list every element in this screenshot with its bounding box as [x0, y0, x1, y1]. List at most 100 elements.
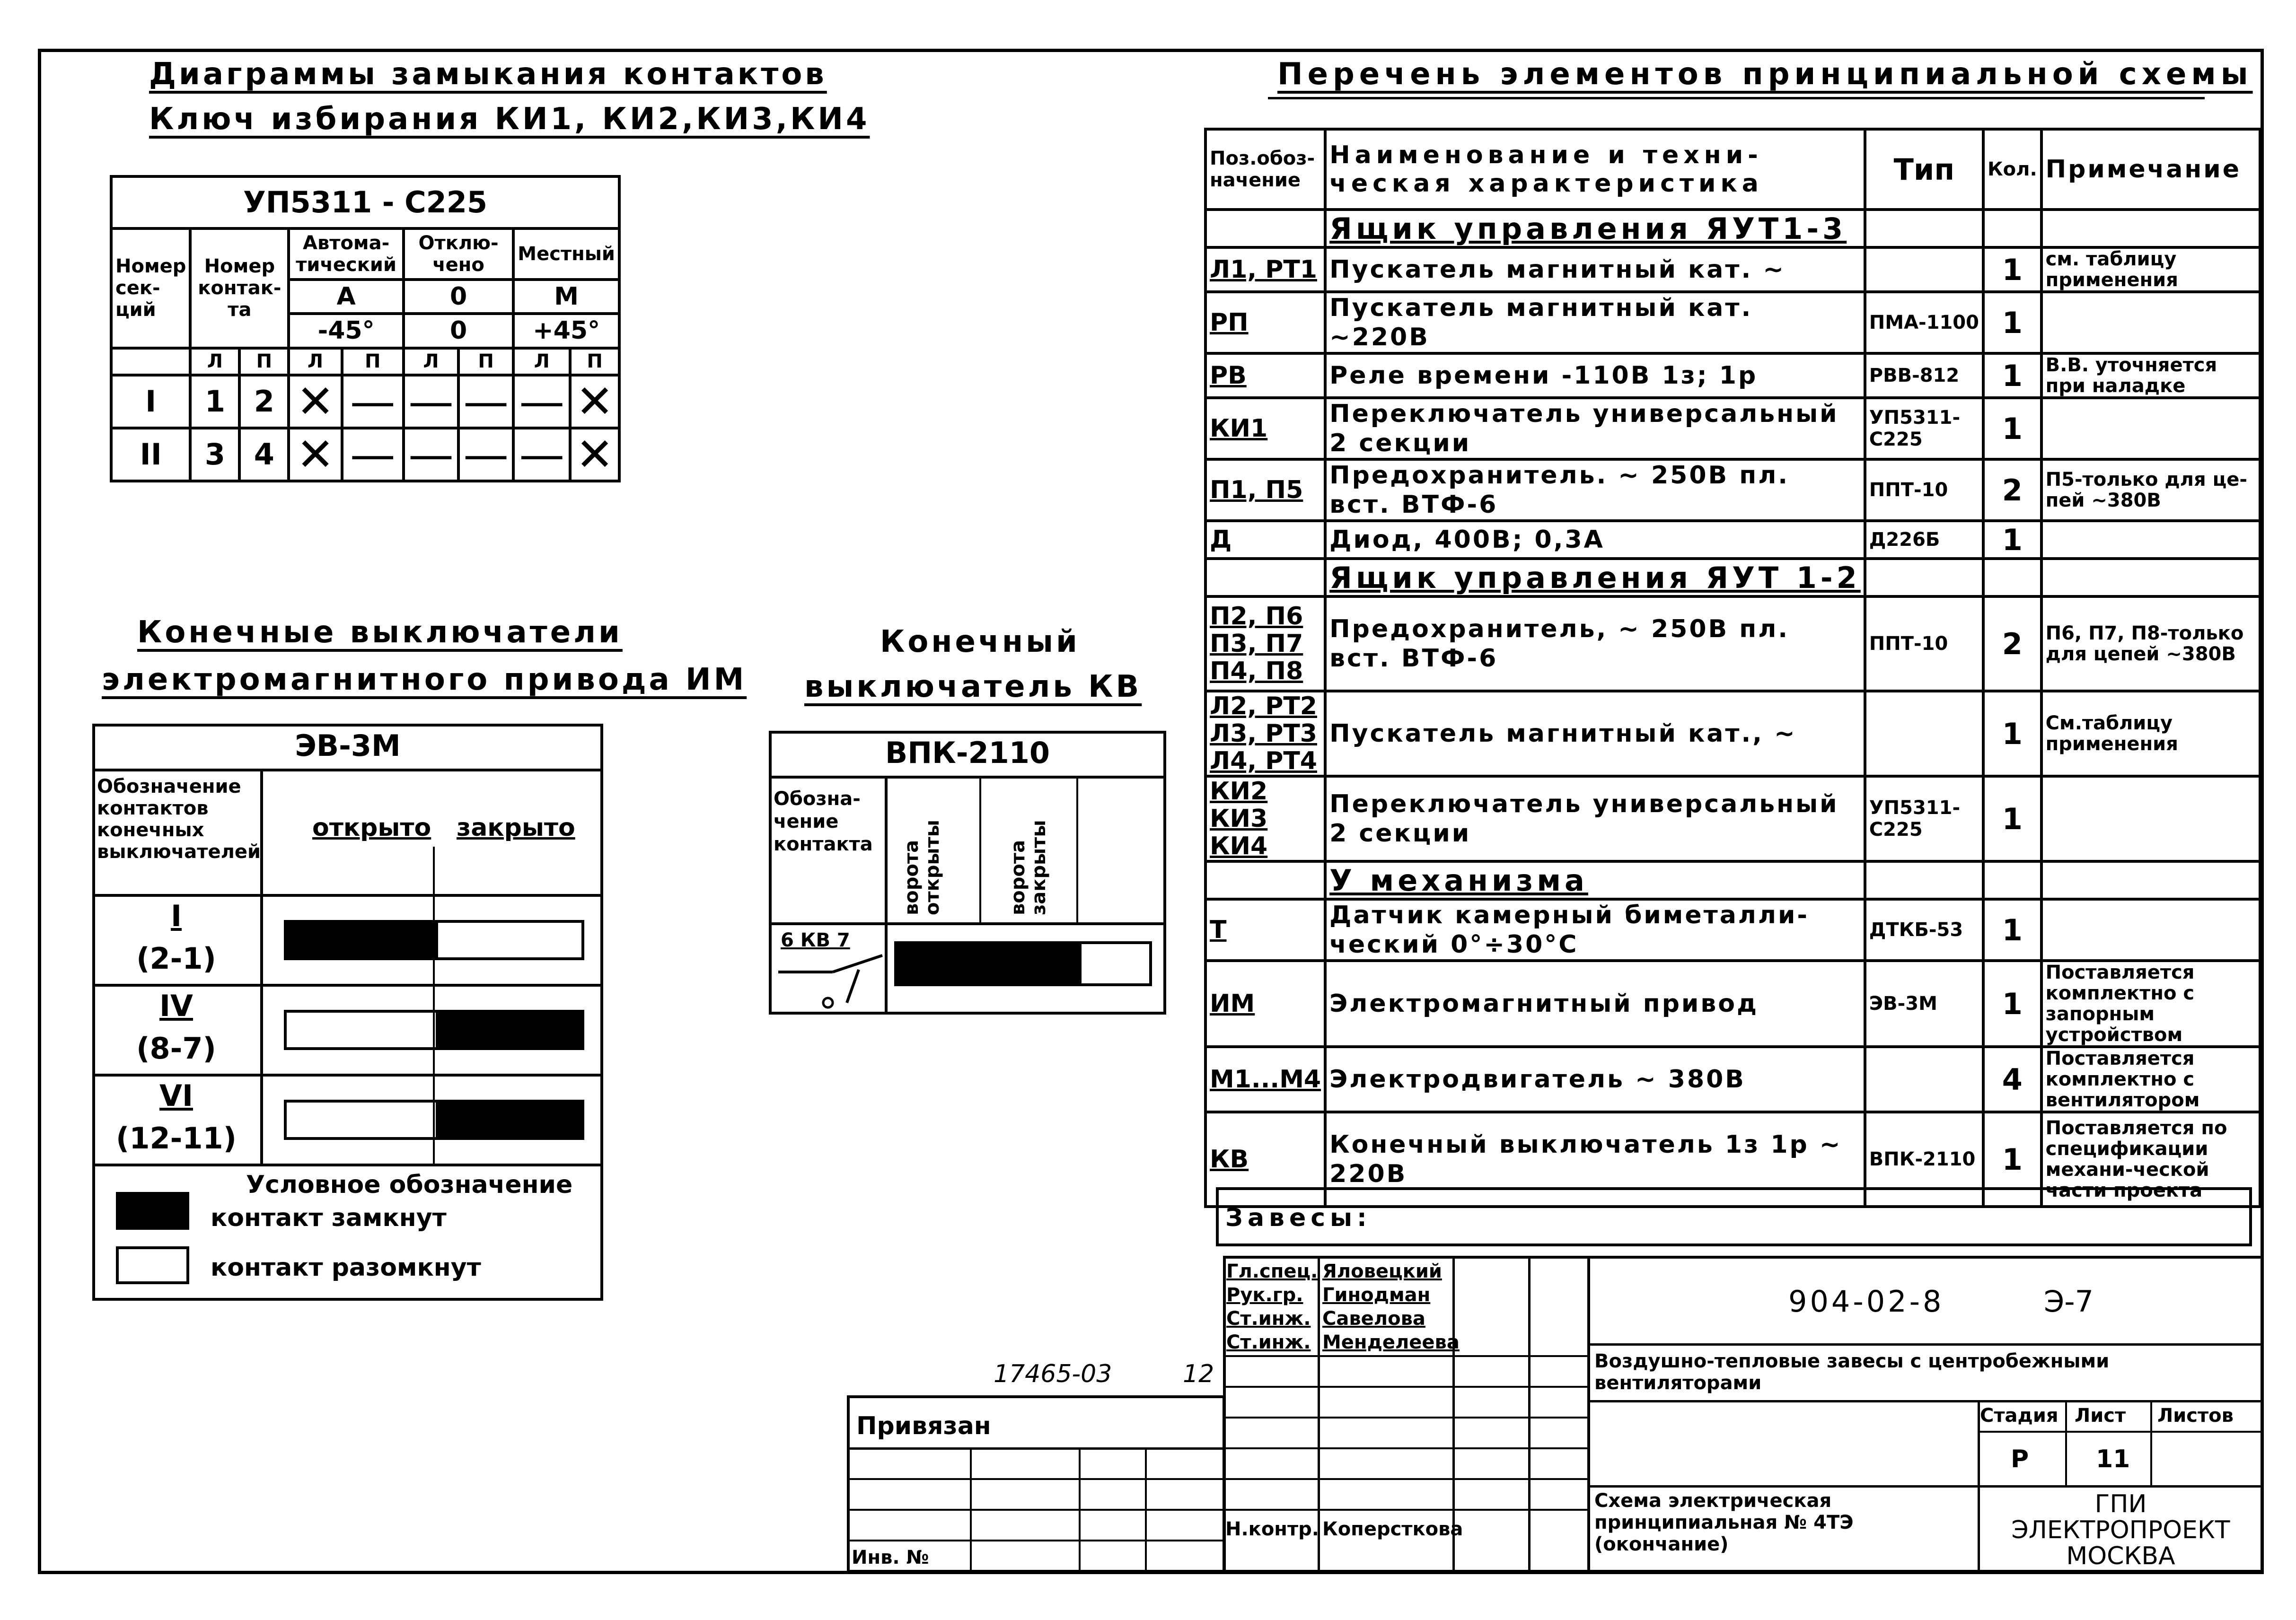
note-cell: Поставляется комплектно с запорным устро…	[2040, 959, 2262, 1048]
label-p: П	[340, 346, 405, 377]
contact-number: 2	[238, 373, 290, 429]
contact-state: ✕	[569, 426, 621, 483]
pos-cell	[1204, 208, 1327, 249]
org-line-2: ЭЛЕКТРОПРОЕКТ	[2011, 1516, 2230, 1544]
pos-cell: РВ	[1204, 352, 1327, 399]
label-l: Л	[287, 346, 343, 377]
limit-im-title-1: Конечные выключатели	[137, 615, 623, 650]
name-cell: Конечный выключатель 1з 1р ~ 220В	[1324, 1111, 1866, 1208]
closed-segment	[436, 1103, 583, 1137]
switch-number: I	[170, 899, 182, 933]
limit-im-type: ЭВ-3М	[295, 728, 401, 763]
open-segment	[287, 923, 438, 957]
contact-number: 4	[238, 426, 290, 483]
limit-im-designation-header: Обозначение контактов конечных выключате…	[97, 776, 261, 863]
type-cell: УП5311-С225	[1863, 396, 1985, 461]
table-row: У механизма	[1204, 860, 2262, 901]
name-cell: Пускатель магнитный кат. ~220В	[1324, 290, 1866, 355]
label-p: П	[569, 346, 621, 377]
type-cell: ДТКБ-53	[1863, 898, 1985, 962]
angle-off: 0	[402, 312, 515, 350]
qty-cell: 1	[1981, 519, 2043, 560]
nkontr-role: Н.контр.	[1225, 1518, 1319, 1540]
note-cell	[2040, 557, 2262, 598]
person-name: Яловецкий	[1322, 1261, 1442, 1282]
label-l: Л	[512, 346, 572, 377]
name-cell: Диод, 400В; 0,3А	[1324, 519, 1866, 560]
limit-switch-symbol	[778, 954, 883, 1009]
contact-number: 1	[189, 373, 241, 429]
limit-im-title-2: электромагнитного привода ИМ	[102, 662, 747, 697]
label-l: Л	[189, 346, 241, 377]
contacts-table: УП5311 - С225 Номер сек-ций Номер контак…	[109, 175, 621, 483]
pos-cell: Т	[1204, 898, 1327, 962]
header-note: Примечание	[2040, 128, 2262, 211]
role: Рук.гр.	[1226, 1284, 1303, 1306]
pos-cell: П1, П5	[1204, 458, 1327, 522]
type-cell: ППТ-10	[1863, 458, 1985, 522]
contact-state: —	[402, 426, 460, 483]
note-cell	[2040, 396, 2262, 461]
pos-cell: КВ	[1204, 1111, 1327, 1208]
table-row: Ящик управления ЯУТ1-3	[1204, 208, 2262, 249]
pos-cell: ИМ	[1204, 959, 1327, 1048]
header-auto: Автома-тический	[287, 227, 405, 281]
qty-cell	[1981, 860, 2043, 901]
qty-cell: 1	[1981, 352, 2043, 399]
value-auto: А	[287, 278, 405, 315]
header-contact-number: Номер контак-та	[189, 227, 290, 350]
section-title: Ящик управления ЯУТ1-3	[1324, 208, 1866, 249]
contact-pair: (12-11)	[116, 1121, 237, 1156]
pos-cell: КИ1	[1204, 396, 1327, 461]
person-name: Савелова	[1322, 1308, 1425, 1330]
project-code: 17465-03	[994, 1360, 1112, 1388]
zavesy-box	[1216, 1187, 2252, 1246]
limit-kv-title-1: Конечный	[880, 624, 1080, 659]
note-cell	[2040, 860, 2262, 901]
note-cell	[2040, 519, 2262, 560]
role: Ст.инж.	[1226, 1308, 1311, 1330]
contact-state: —	[457, 373, 515, 429]
nkontr-name: Коперсткова	[1322, 1518, 1463, 1540]
open-segment	[287, 1103, 438, 1137]
sheet-value: 11	[2096, 1445, 2130, 1473]
pos-cell: М1...М4	[1204, 1045, 1327, 1113]
person-name: Менделеева	[1322, 1331, 1460, 1353]
stamp-box	[1223, 1256, 2264, 1573]
contact-state: —	[512, 373, 572, 429]
contact-state: —	[457, 426, 515, 483]
document-sheet-code: Э-7	[2044, 1284, 2094, 1319]
switch-number: VI	[159, 1078, 194, 1113]
table-row: I 1 2 ✕ — — — — ✕	[109, 373, 621, 429]
pos-cell: Л2, РТ2 Л3, РТ3 Л4, РТ4	[1204, 690, 1327, 778]
label-l: Л	[402, 346, 460, 377]
limit-kv-contact: 6 КВ 7	[781, 929, 850, 951]
name-cell: Предохранитель, ~ 250В пл. вст. ВТФ-6	[1324, 595, 1866, 692]
stage-value: Р	[2011, 1445, 2029, 1473]
header-type: Тип	[1863, 128, 1985, 211]
name-cell: Реле времени -110В 1з; 1р	[1324, 352, 1866, 399]
header-name: Наименование и техни-ческая характеристи…	[1324, 128, 1866, 211]
switch-number: IV	[159, 989, 194, 1023]
drawing-title: Схема электрическая принципиальная № 4ТЭ…	[1594, 1490, 1854, 1555]
document-code: 904-02-8	[1788, 1284, 1944, 1319]
header-local: Местный	[512, 227, 621, 281]
privyazan-label: Привязан	[856, 1412, 991, 1440]
type-cell	[1863, 1045, 1985, 1113]
contact-state: —	[512, 426, 572, 483]
qty-cell: 1	[1981, 396, 2043, 461]
contact-pair: (2-1)	[136, 941, 216, 976]
qty-cell: 2	[1981, 458, 2043, 522]
sheet-header: Лист	[2075, 1405, 2126, 1427]
name-cell: Электромагнитный привод	[1324, 959, 1866, 1048]
contacts-type: УП5311 - С225	[110, 175, 621, 230]
note-cell: см. таблицу применения	[2040, 246, 2262, 293]
qty-cell	[1981, 208, 2043, 249]
limit-im-open-label: открыто	[312, 814, 431, 842]
section-title: Ящик управления ЯУТ 1-2	[1324, 557, 1866, 598]
